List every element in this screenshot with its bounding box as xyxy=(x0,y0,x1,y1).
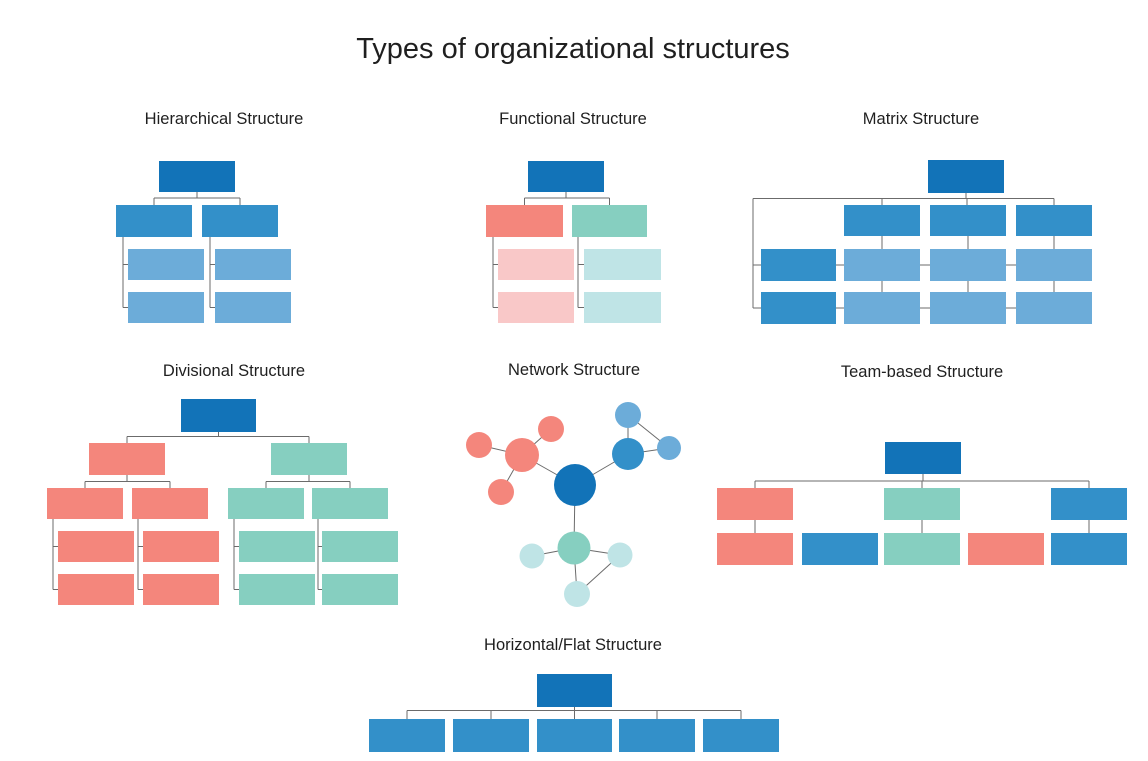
org-box xyxy=(717,488,793,520)
org-box xyxy=(47,488,123,519)
org-box xyxy=(128,249,204,280)
hub-node xyxy=(612,438,644,470)
leaf-node xyxy=(466,432,492,458)
team-chart xyxy=(717,442,1127,565)
root-box xyxy=(885,442,961,474)
leaf-node xyxy=(607,542,633,568)
org-box xyxy=(239,574,315,605)
org-box xyxy=(802,533,878,565)
org-box xyxy=(369,719,445,752)
org-box xyxy=(761,249,836,281)
org-box xyxy=(968,533,1044,565)
hub-node xyxy=(557,531,591,565)
functional-label: Functional Structure xyxy=(499,110,647,128)
root-box xyxy=(181,399,256,432)
org-box xyxy=(844,205,920,236)
org-box xyxy=(703,719,779,752)
org-box xyxy=(312,488,388,519)
leaf-node xyxy=(538,416,564,442)
org-box xyxy=(930,292,1006,324)
connector-lines xyxy=(122,192,241,308)
network-chart xyxy=(466,402,681,607)
org-box xyxy=(132,488,208,519)
org-box xyxy=(537,719,612,752)
divisional-label: Divisional Structure xyxy=(162,362,306,380)
matrix-chart xyxy=(752,160,1092,324)
divisional-chart xyxy=(47,399,398,605)
hub-node xyxy=(505,438,539,472)
root-box xyxy=(537,674,612,707)
page-title: Types of organizational structures xyxy=(356,33,790,65)
org-box xyxy=(844,292,920,324)
matrix-label: Matrix Structure xyxy=(862,110,980,128)
org-box xyxy=(884,488,960,520)
org-box xyxy=(143,574,219,605)
org-box xyxy=(116,205,192,237)
horizontal-chart xyxy=(369,674,779,752)
root-box xyxy=(159,161,235,192)
connector-lines xyxy=(52,432,351,590)
org-box xyxy=(930,249,1006,281)
org-box xyxy=(228,488,304,519)
org-box xyxy=(584,292,661,323)
connector-lines xyxy=(492,192,610,308)
org-box xyxy=(486,205,563,237)
org-box xyxy=(498,292,574,323)
org-box xyxy=(884,533,960,565)
functional-chart xyxy=(486,161,661,323)
org-box xyxy=(58,574,134,605)
org-box xyxy=(239,531,315,562)
org-box xyxy=(128,292,204,323)
org-box xyxy=(58,531,134,562)
hierarchical-label: Hierarchical Structure xyxy=(144,110,304,128)
org-box xyxy=(572,205,647,237)
root-box xyxy=(528,161,604,192)
network-label: Network Structure xyxy=(507,361,641,379)
org-box xyxy=(930,205,1006,236)
connector-lines xyxy=(754,474,1090,533)
network-edges xyxy=(478,414,670,595)
org-box xyxy=(1051,533,1127,565)
horizontal-label: Horizontal/Flat Structure xyxy=(484,636,662,654)
org-box xyxy=(498,249,574,280)
org-box xyxy=(844,249,920,281)
org-box xyxy=(143,531,219,562)
leaf-node xyxy=(488,479,514,505)
central-node xyxy=(554,464,596,506)
org-box xyxy=(1016,249,1092,281)
org-box xyxy=(271,443,347,475)
org-box xyxy=(1051,488,1127,520)
team-label: Team-based Structure xyxy=(840,363,1004,381)
org-box xyxy=(619,719,695,752)
org-box xyxy=(215,249,291,280)
org-box xyxy=(202,205,278,237)
leaf-node xyxy=(615,402,641,428)
org-box xyxy=(761,292,836,324)
org-box xyxy=(584,249,661,280)
org-box xyxy=(1016,292,1092,324)
root-box xyxy=(928,160,1004,193)
org-box xyxy=(1016,205,1092,236)
hierarchical-chart xyxy=(116,161,291,323)
org-box xyxy=(322,531,398,562)
org-box xyxy=(89,443,165,475)
org-box xyxy=(322,574,398,605)
org-box xyxy=(215,292,291,323)
org-box xyxy=(717,533,793,565)
leaf-node xyxy=(657,436,681,460)
leaf-node xyxy=(564,581,590,607)
connector-lines xyxy=(406,707,742,719)
connector-lines xyxy=(752,193,1055,309)
leaf-node xyxy=(519,543,545,569)
org-box xyxy=(453,719,529,752)
